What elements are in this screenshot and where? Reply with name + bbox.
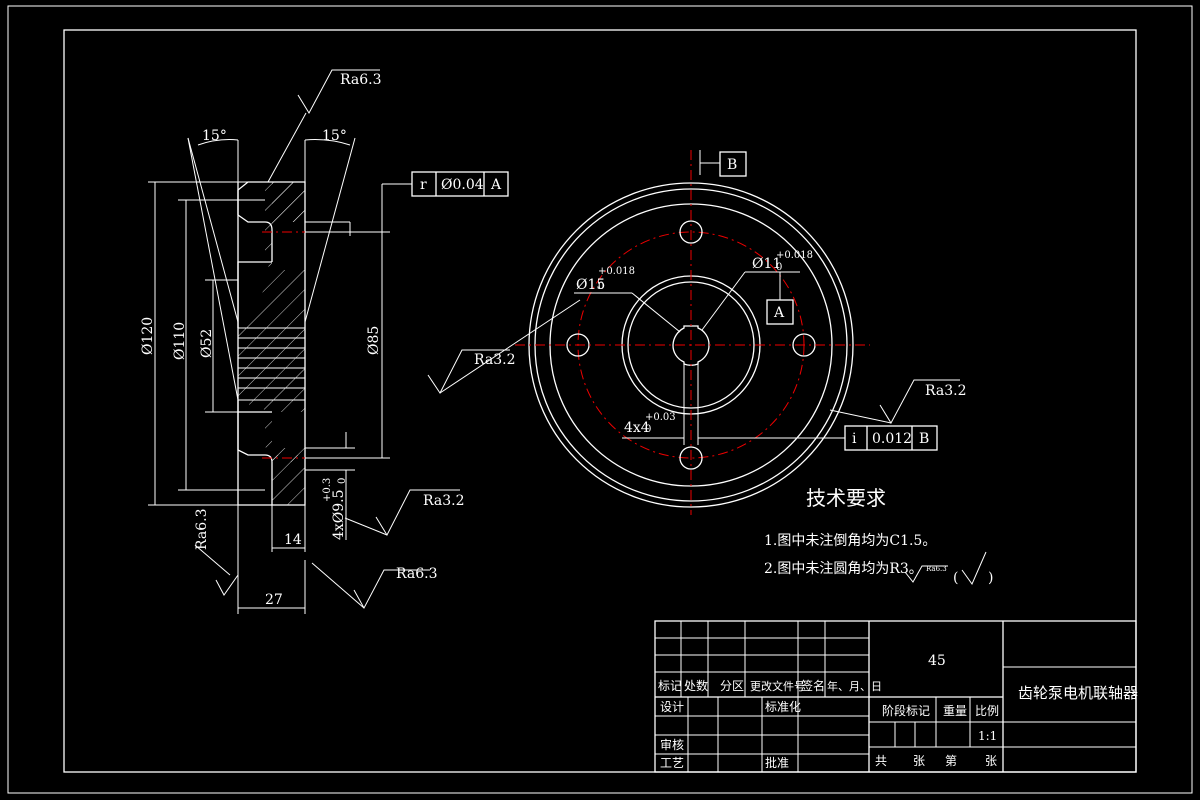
tb-sheet-no: 第 [945, 754, 957, 768]
tb-design: 设计 [660, 700, 684, 714]
key-tol-label: +0.03 [645, 412, 676, 423]
dia-85-label: Ø85 [366, 326, 382, 355]
hole-dim-label: 4xØ9.5 [331, 489, 347, 540]
notes-paren-close: ) [988, 570, 993, 586]
tb-count: 处数 [684, 678, 708, 693]
runout-value: Ø0.04 [441, 177, 484, 193]
tb-stage: 阶段标记 [882, 703, 930, 718]
side-section-view: 15° 15° Ra6.3 Ø120 Ø110 Ø52 Ø85 r Ø0. [140, 69, 509, 614]
roughness-front-right-label: Ra3.2 [925, 383, 966, 399]
tb-zone: 分区 [720, 679, 744, 693]
tb-sign: 签名 [801, 678, 825, 693]
roughness-hole-label: Ra3.2 [423, 493, 464, 509]
tol-symbol: i [852, 431, 857, 447]
notes-small-roughness: Ra6.3 [926, 565, 947, 573]
front-view: B Ø15 +0.018 0 Ø11 +0.018 0 A 4x4 +0.03 … [427, 150, 966, 515]
hole-tol-low-label: 0 [337, 478, 348, 484]
notes-paren-open: ( [953, 570, 958, 586]
tb-sheets: 张 [913, 754, 925, 768]
roughness-top-label: Ra6.3 [340, 72, 381, 88]
angle-left-label: 15° [202, 128, 227, 144]
bore-11-tol-label: +0.018 [776, 250, 813, 261]
tb-process: 工艺 [660, 756, 684, 770]
notes-title: 技术要求 [806, 486, 886, 510]
tb-doc: 更改文件号 [750, 679, 805, 693]
tolerance-frame: i 0.012 B [844, 425, 938, 451]
tb-date: 年、月、日 [827, 679, 882, 693]
inner-border [63, 29, 1137, 773]
roughness-front-left-label: Ra3.2 [474, 352, 515, 368]
runout-symbol: r [420, 177, 427, 193]
tb-weight: 重量 [943, 704, 967, 718]
tb-sheet-unit: 张 [985, 754, 997, 768]
datum-a-label: A [773, 305, 785, 321]
tol-datum: B [919, 431, 929, 447]
bore-15-tol-low-label: 0 [598, 281, 604, 292]
bore-11-label: Ø11 [752, 256, 781, 272]
dia-110-label: Ø110 [172, 322, 188, 360]
dia-52-label: Ø52 [199, 329, 215, 358]
runout-frame: r Ø0.04 A [411, 171, 509, 197]
section-hatch [238, 182, 305, 505]
tb-total: 共 [875, 754, 887, 768]
notes-line-2: 2.图中未注圆角均为R3。 [764, 561, 923, 577]
technical-notes: 技术要求 1.图中未注倒角均为C1.5。 2.图中未注圆角均为R3。 Ra6.3… [764, 486, 993, 586]
tb-mark: 标记 [658, 679, 682, 693]
scale-label: 1:1 [978, 729, 997, 743]
tol-value: 0.012 [872, 431, 912, 447]
hole-tol-label: +0.3 [322, 478, 333, 502]
runout-datum: A [490, 177, 502, 193]
bore-15-label: Ø15 [576, 277, 605, 293]
key-tol-low-label: 0 [645, 424, 651, 435]
tb-approve: 批准 [765, 755, 789, 770]
part-name-label: 齿轮泵电机联轴器 [1018, 684, 1138, 702]
roughness-left-label: Ra6.3 [194, 509, 210, 550]
angle-right-label: 15° [322, 128, 347, 144]
tb-review: 审核 [660, 737, 684, 752]
datum-b-label: B [727, 157, 737, 173]
dia-120-label: Ø120 [140, 317, 156, 355]
tb-ratio: 比例 [975, 704, 999, 718]
key-dim-label: 4x4 [624, 420, 650, 436]
roughness-bottom-label: Ra6.3 [396, 566, 437, 582]
tb-standard: 标准化 [765, 700, 801, 714]
dim-27-label: 27 [265, 592, 283, 608]
dim-14-label: 14 [284, 532, 302, 548]
bore-15-tol-label: +0.018 [598, 266, 635, 277]
title-block: 标记 处数 分区 更改文件号 签名 年、月、日 设计 标准化 审核 工艺 批准 … [654, 620, 1138, 773]
notes-line-1: 1.图中未注倒角均为C1.5。 [764, 533, 936, 549]
outer-border [7, 5, 1193, 794]
material-label: 45 [928, 653, 946, 669]
bore-11-tol-low-label: 0 [776, 262, 782, 273]
